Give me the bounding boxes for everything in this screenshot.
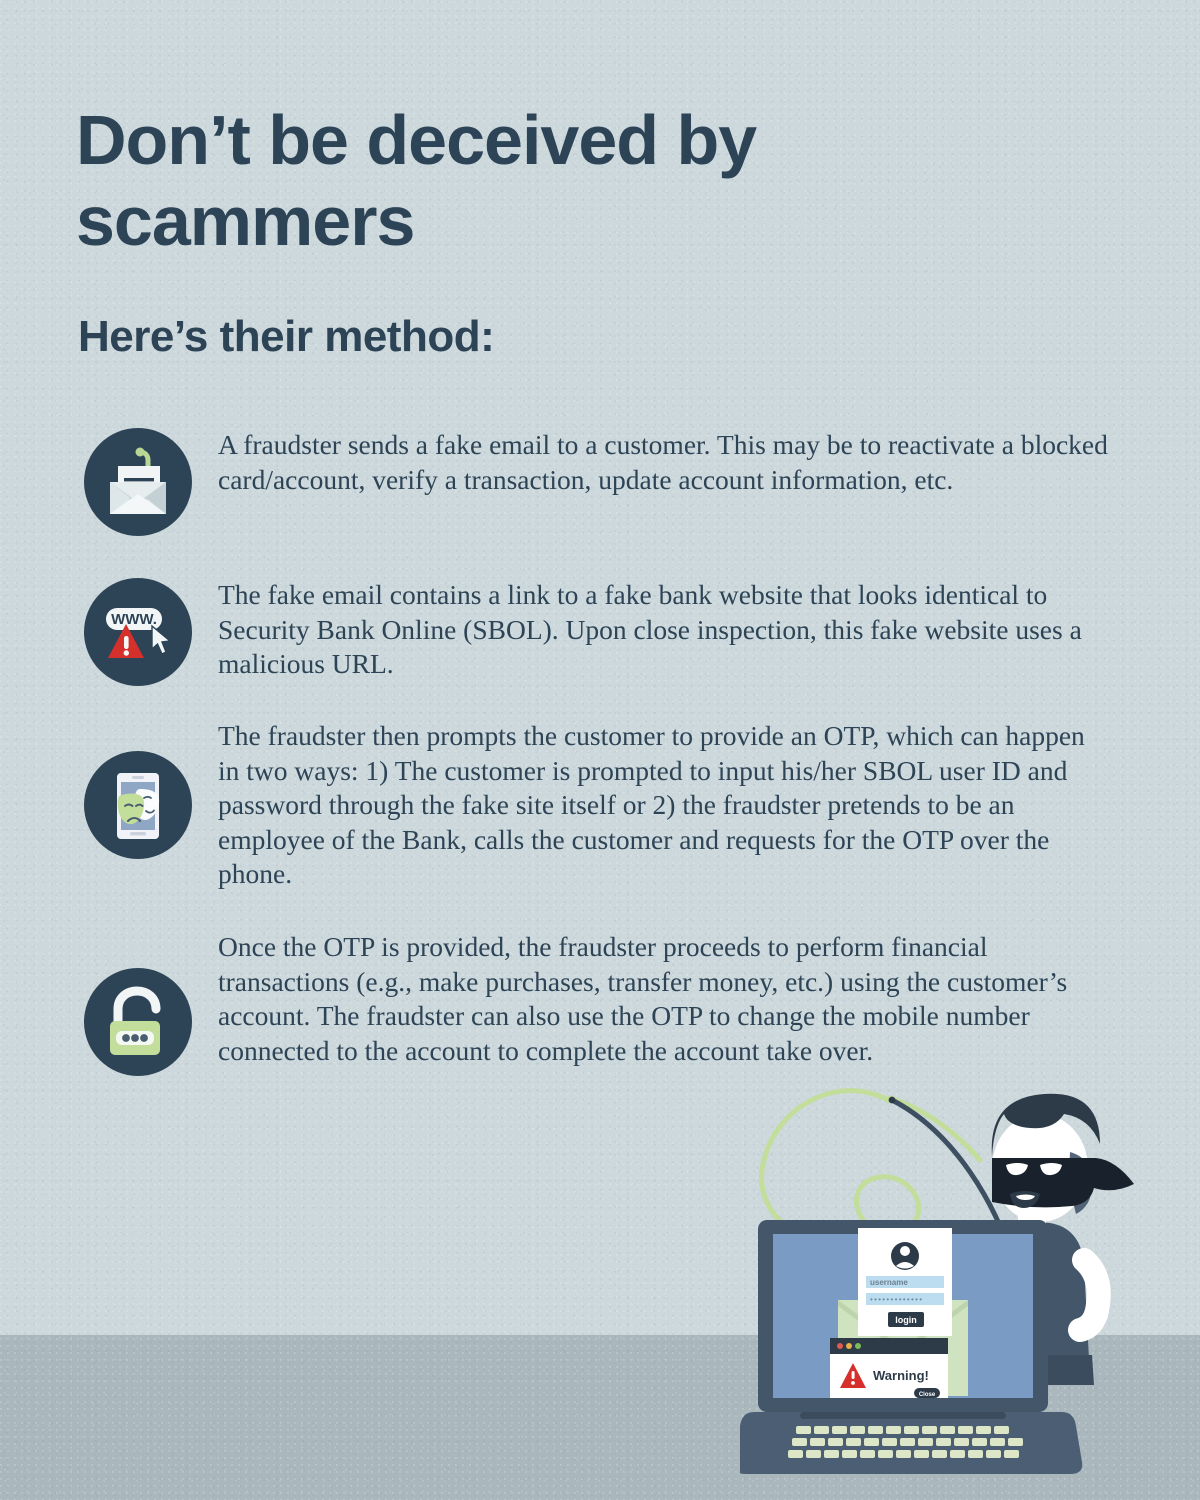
method-step-text: The fake email contains a link to a fake… xyxy=(218,579,1082,679)
warning-title: Warning! xyxy=(873,1368,929,1383)
www-bubble-label: WWW. xyxy=(111,611,157,628)
phishing-scammer-illustration: username ••••••••••••• login Warning! Cl… xyxy=(740,1060,1200,1480)
page-title: Don’t be deceived by scammers xyxy=(76,101,757,260)
method-step-text: The fraudster then prompts the customer … xyxy=(218,720,1085,889)
username-field xyxy=(866,1276,944,1288)
method-step-text: A fraudster sends a fake email to a cust… xyxy=(218,429,1108,495)
warning-window-titlebar xyxy=(830,1338,948,1354)
open-padlock-password-icon xyxy=(84,968,192,1076)
close-button-label: Close xyxy=(919,1392,936,1398)
email-hook-icon xyxy=(84,428,192,536)
password-field-value: ••••••••••••• xyxy=(870,1295,923,1304)
malicious-website-warning-icon: WWW. xyxy=(84,578,192,686)
login-button-label: login xyxy=(895,1315,917,1325)
login-button xyxy=(888,1312,924,1327)
close-button xyxy=(914,1388,940,1398)
method-step-text: Once the OTP is provided, the fraudster … xyxy=(218,931,1068,1066)
phone-masks-impersonation-icon xyxy=(84,751,192,859)
laptop-keyboard xyxy=(788,1426,1023,1458)
username-field-value: username xyxy=(870,1278,908,1287)
password-field xyxy=(866,1293,944,1305)
section-subtitle: Here’s their method: xyxy=(78,312,495,361)
laptop: username ••••••••••••• login Warning! Cl… xyxy=(740,1220,1083,1474)
